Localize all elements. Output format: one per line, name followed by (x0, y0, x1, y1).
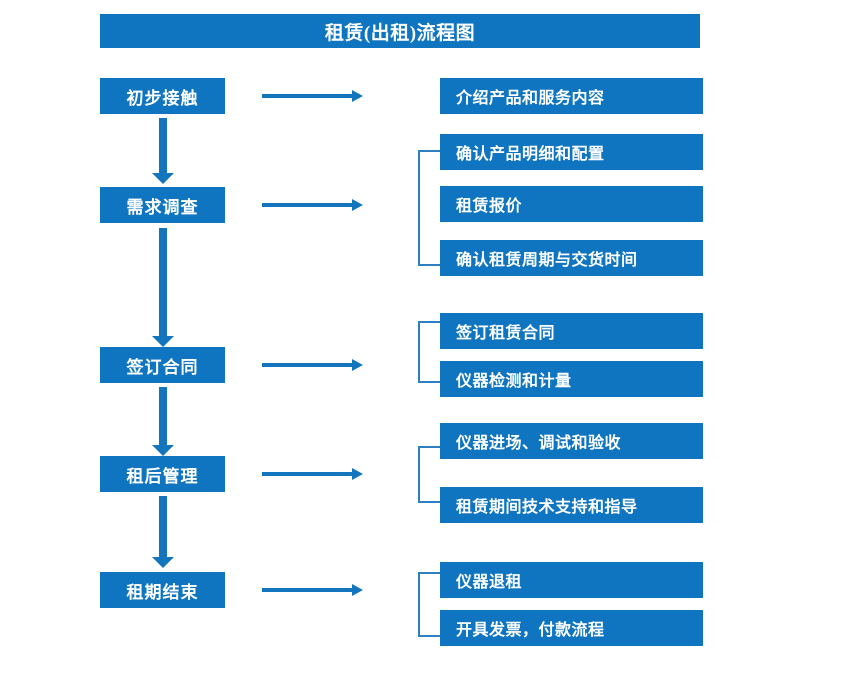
detail-box-3-1[interactable]: 签订租赁合同 (440, 313, 703, 349)
stage-label-3: 签订合同 (126, 357, 199, 377)
arrow-right-1 (262, 90, 363, 102)
detail-label-4-1: 仪器进场、调试和验收 (456, 435, 622, 452)
arrow-right-4 (262, 468, 363, 480)
arrow-down-2 (152, 228, 174, 347)
group-bracket-3 (418, 321, 440, 383)
group-bracket-5 (418, 572, 440, 637)
arrow-down-1 (152, 118, 174, 184)
stage-label-5: 租期结束 (126, 582, 199, 602)
detail-box-2-2[interactable]: 租赁报价 (440, 186, 703, 222)
detail-box-2-1[interactable]: 确认产品明细和配置 (440, 134, 703, 170)
detail-label-5-1: 仪器退租 (456, 574, 523, 591)
detail-box-2-3[interactable]: 确认租赁周期与交货时间 (440, 240, 703, 276)
arrow-down-3 (152, 387, 174, 456)
detail-box-3-2[interactable]: 仪器检测和计量 (440, 361, 703, 397)
detail-label-2-1: 确认产品明细和配置 (456, 146, 605, 163)
arrow-right-2 (262, 199, 363, 211)
detail-label-4-2: 租赁期间技术支持和指导 (456, 499, 638, 516)
detail-box-4-1[interactable]: 仪器进场、调试和验收 (440, 423, 703, 459)
detail-label-5-2: 开具发票，付款流程 (456, 622, 605, 639)
stage-box-2[interactable]: 需求调查 (100, 187, 225, 223)
diagram-title: 租赁(出租)流程图 (324, 22, 476, 44)
arrow-right-3 (262, 359, 363, 371)
arrow-down-4 (152, 496, 174, 568)
detail-label-2-2: 租赁报价 (456, 198, 523, 215)
detail-label-1-1: 介绍产品和服务内容 (456, 90, 605, 107)
stage-box-1[interactable]: 初步接触 (100, 78, 225, 114)
stage-label-2: 需求调查 (126, 197, 199, 217)
detail-label-3-1: 签订租赁合同 (456, 325, 556, 342)
detail-box-4-2[interactable]: 租赁期间技术支持和指导 (440, 487, 703, 523)
stage-box-3[interactable]: 签订合同 (100, 347, 225, 383)
detail-box-1-1[interactable]: 介绍产品和服务内容 (440, 78, 703, 114)
arrow-right-5 (262, 584, 363, 596)
group-bracket-4 (418, 446, 440, 503)
stage-box-4[interactable]: 租后管理 (100, 456, 225, 492)
detail-label-3-2: 仪器检测和计量 (456, 373, 572, 390)
detail-box-5-2[interactable]: 开具发票，付款流程 (440, 610, 703, 646)
detail-label-2-3: 确认租赁周期与交货时间 (456, 252, 638, 269)
stage-label-4: 租后管理 (126, 466, 199, 486)
stage-label-1: 初步接触 (126, 88, 199, 108)
stage-box-5[interactable]: 租期结束 (100, 572, 225, 608)
group-bracket-2 (418, 150, 440, 266)
diagram-title-bar: 租赁(出租)流程图 (100, 14, 700, 48)
detail-box-5-1[interactable]: 仪器退租 (440, 562, 703, 598)
